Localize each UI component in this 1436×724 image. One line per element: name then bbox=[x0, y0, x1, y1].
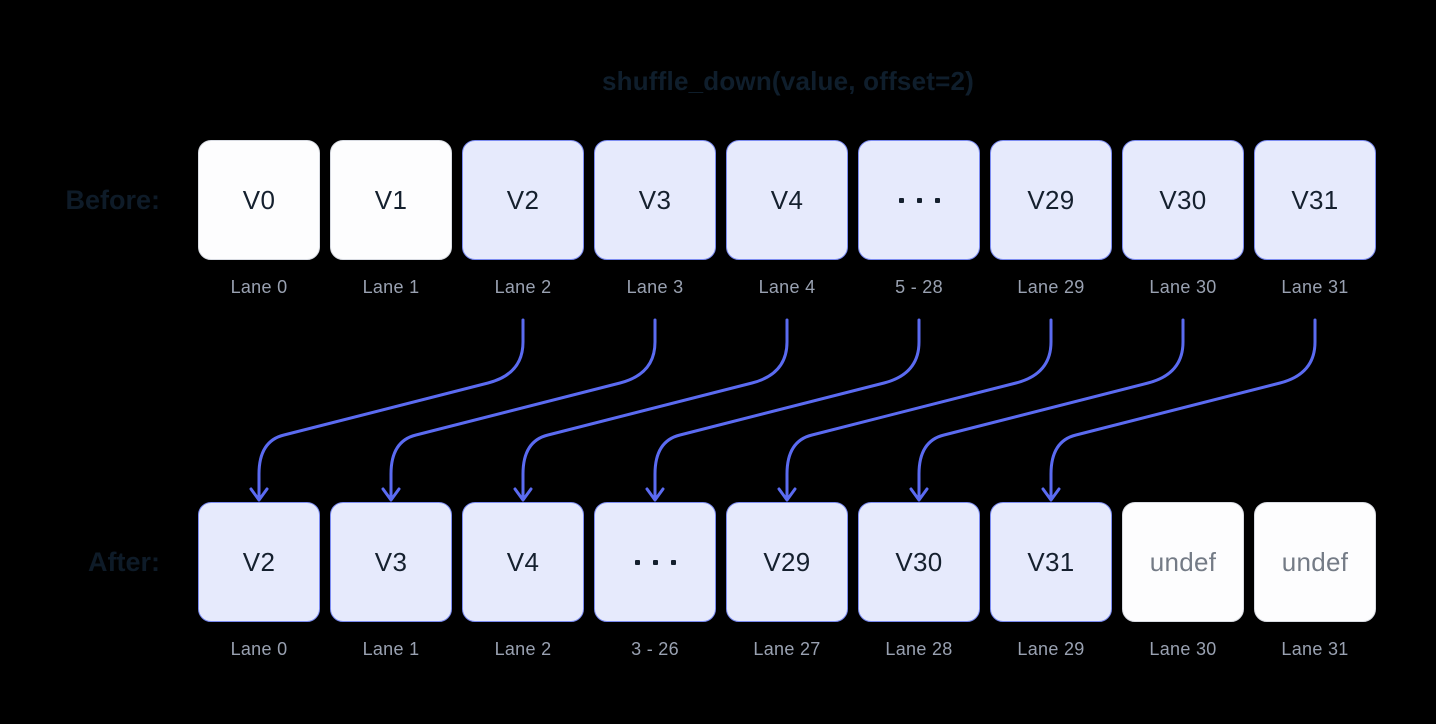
before-lane-label-4: Lane 4 bbox=[758, 277, 816, 297]
shuffle-arrow-col2-to-col0 bbox=[257, 318, 525, 498]
after-lane-label-7: Lane 30 bbox=[1149, 639, 1217, 659]
before-lane-label-0: Lane 0 bbox=[230, 277, 288, 297]
cell-value: V4 bbox=[770, 184, 804, 215]
shuffle-arrow-col6-to-col4 bbox=[785, 318, 1053, 498]
before-cell-ellipsis-5 bbox=[858, 140, 980, 260]
after-row-label: After: bbox=[88, 547, 160, 577]
after-lane-label-4: Lane 27 bbox=[753, 639, 821, 659]
before-cell-v3-3: V3 bbox=[594, 140, 716, 260]
after-lane-label-6: Lane 29 bbox=[1017, 639, 1085, 659]
cell-value: undef bbox=[1281, 546, 1349, 577]
after-lane-label-5: Lane 28 bbox=[885, 639, 953, 659]
dot bbox=[916, 197, 922, 203]
cell-value: V0 bbox=[242, 184, 276, 215]
cell-value: V30 bbox=[1159, 184, 1207, 215]
before-cell-v1-1: V1 bbox=[330, 140, 452, 260]
after-cell-undef-8: undef bbox=[1254, 502, 1376, 622]
before-cell-v29-6: V29 bbox=[990, 140, 1112, 260]
cell-value: undef bbox=[1149, 546, 1217, 577]
dot bbox=[634, 559, 640, 565]
before-lane-label-3: Lane 3 bbox=[626, 277, 684, 297]
after-cell-ellipsis-3 bbox=[594, 502, 716, 622]
shuffle-arrow-col4-to-col2 bbox=[521, 318, 789, 498]
before-row-label: Before: bbox=[65, 185, 160, 215]
before-cell-v30-7: V30 bbox=[1122, 140, 1244, 260]
arrowhead-icon bbox=[777, 487, 797, 502]
after-cell-v2-0: V2 bbox=[198, 502, 320, 622]
shuffle-arrow-col7-to-col5 bbox=[917, 318, 1185, 498]
after-cell-v31-6: V31 bbox=[990, 502, 1112, 622]
cell-value: V30 bbox=[895, 546, 943, 577]
cell-value: V1 bbox=[374, 184, 408, 215]
before-lane-label-5: 5 - 28 bbox=[895, 277, 943, 297]
ellipsis-dots bbox=[898, 197, 940, 203]
cell-value: V2 bbox=[506, 184, 540, 215]
before-lane-label-8: Lane 31 bbox=[1281, 277, 1349, 297]
ellipsis-dots bbox=[634, 559, 676, 565]
before-lane-label-7: Lane 30 bbox=[1149, 277, 1217, 297]
after-lane-label-8: Lane 31 bbox=[1281, 639, 1349, 659]
after-lane-label-2: Lane 2 bbox=[494, 639, 552, 659]
arrowhead-icon bbox=[381, 487, 401, 502]
cell-value: V29 bbox=[763, 546, 811, 577]
after-cell-v29-4: V29 bbox=[726, 502, 848, 622]
dot bbox=[934, 197, 940, 203]
arrowhead-icon bbox=[249, 487, 269, 502]
before-lane-label-1: Lane 1 bbox=[362, 277, 420, 297]
shuffle-arrow-col8-to-col6 bbox=[1049, 318, 1317, 498]
cell-value: V31 bbox=[1291, 184, 1339, 215]
dot bbox=[898, 197, 904, 203]
before-lane-label-2: Lane 2 bbox=[494, 277, 552, 297]
after-cell-v30-5: V30 bbox=[858, 502, 980, 622]
cell-value: V3 bbox=[374, 546, 408, 577]
before-cell-v2-2: V2 bbox=[462, 140, 584, 260]
shuffle-arrow-col5-to-col3 bbox=[653, 318, 921, 498]
after-cell-v4-2: V4 bbox=[462, 502, 584, 622]
diagram-title: shuffle_down(value, offset=2) bbox=[601, 66, 975, 96]
cell-value: V29 bbox=[1027, 184, 1075, 215]
arrowhead-icon bbox=[1041, 487, 1061, 502]
after-lane-label-1: Lane 1 bbox=[362, 639, 420, 659]
arrowhead-icon bbox=[645, 487, 665, 502]
cell-value: V2 bbox=[242, 546, 276, 577]
arrowhead-icon bbox=[909, 487, 929, 502]
dot bbox=[652, 559, 658, 565]
before-cell-v4-4: V4 bbox=[726, 140, 848, 260]
dot bbox=[670, 559, 676, 565]
cell-value: V3 bbox=[638, 184, 672, 215]
arrowhead-icon bbox=[513, 487, 533, 502]
after-lane-label-0: Lane 0 bbox=[230, 639, 288, 659]
before-cell-v31-8: V31 bbox=[1254, 140, 1376, 260]
before-cell-v0-0: V0 bbox=[198, 140, 320, 260]
shuffle-arrow-col3-to-col1 bbox=[389, 318, 657, 498]
cell-value: V4 bbox=[506, 546, 540, 577]
before-lane-label-6: Lane 29 bbox=[1017, 277, 1085, 297]
cell-value: V31 bbox=[1027, 546, 1075, 577]
after-cell-undef-7: undef bbox=[1122, 502, 1244, 622]
after-cell-v3-1: V3 bbox=[330, 502, 452, 622]
after-lane-label-3: 3 - 26 bbox=[631, 639, 679, 659]
